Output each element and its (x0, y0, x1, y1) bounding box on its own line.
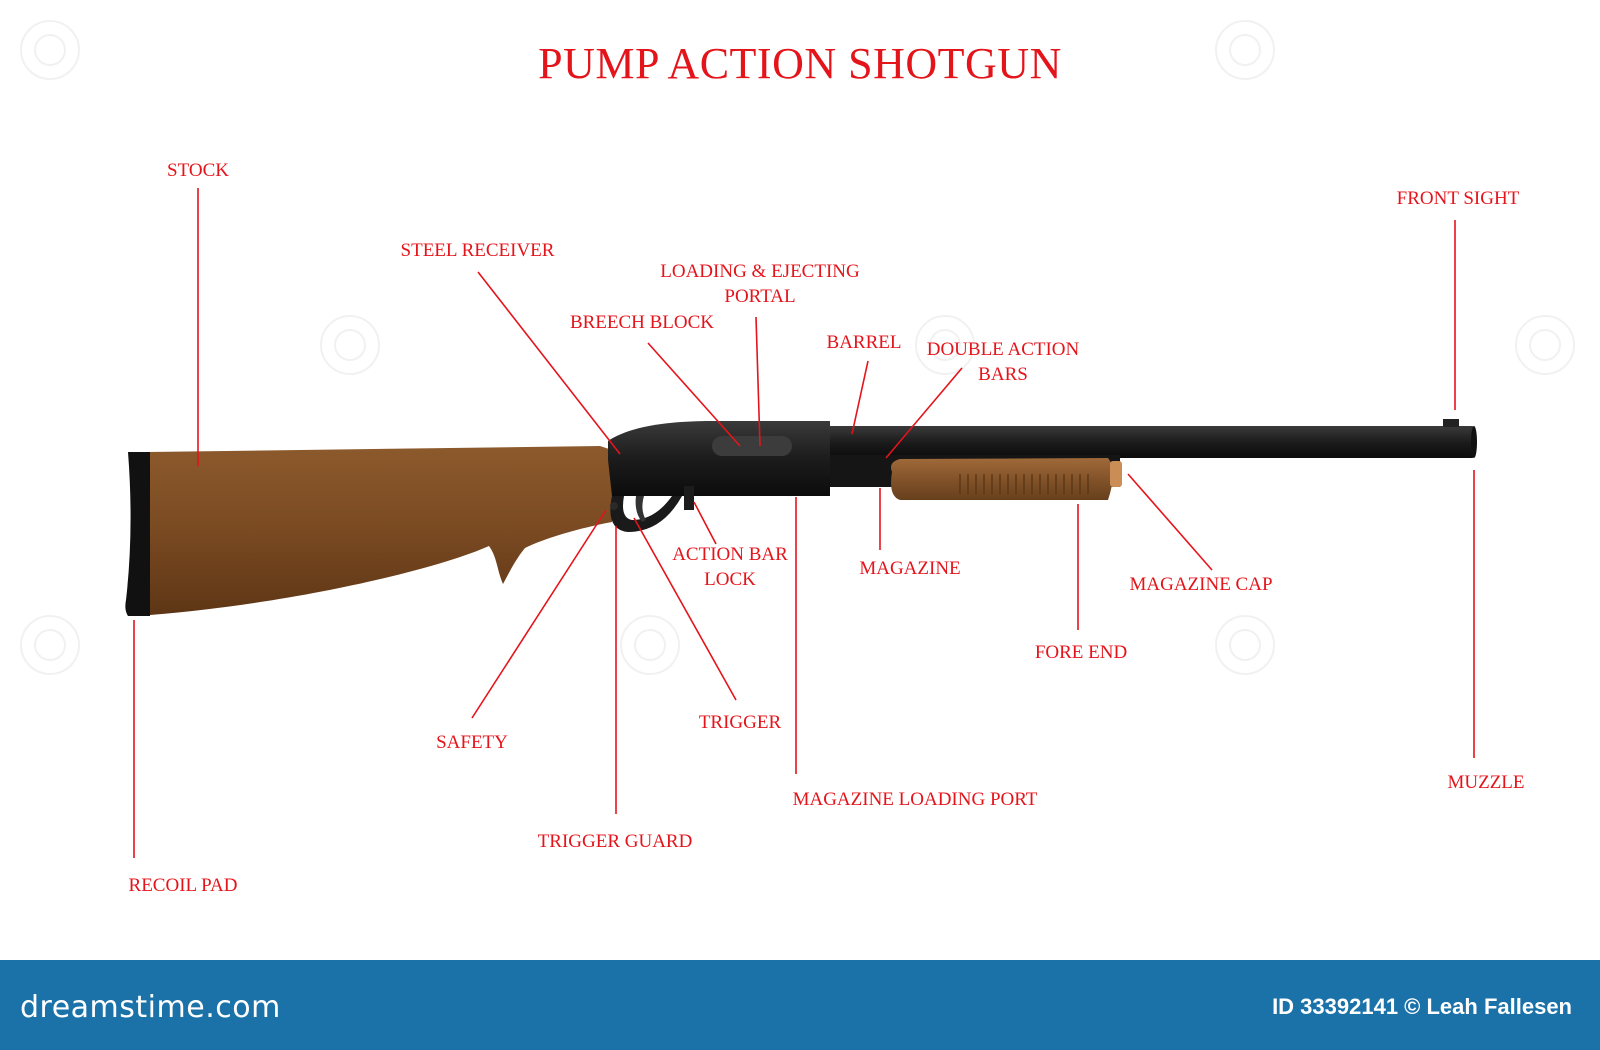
label-action-bar-lock: ACTION BAR LOCK (672, 544, 788, 590)
leader-line-loading-portal (755, 316, 761, 447)
label-fore-end: FORE END (1034, 642, 1128, 663)
image-credit: ID 33392141 © Leah Fallesen (1272, 994, 1572, 1019)
label-trigger: TRIGGER (698, 712, 782, 733)
trigger (635, 496, 646, 522)
leader-line-trigger (633, 517, 737, 701)
label-recoil-pad: RECOIL PAD (128, 875, 238, 896)
diagram-canvas: PUMP ACTION SHOTGUN (20, 20, 1575, 896)
label-safety: SAFETY (436, 732, 508, 753)
watermark-icon (320, 315, 380, 375)
watermark-icon (915, 315, 975, 375)
label-muzzle: MUZZLE (1447, 772, 1525, 793)
label-magazine-loading-port: MAGAZINE LOADING PORT (792, 789, 1038, 810)
muzzle (1471, 426, 1477, 458)
leader-line-steel-receiver (477, 271, 621, 455)
leader-line-action-bar-lock (693, 501, 717, 545)
recoil-pad (125, 452, 150, 616)
stock (148, 446, 612, 615)
barrel (820, 426, 1475, 458)
watermark-icon (1215, 20, 1275, 80)
label-trigger-guard: TRIGGER GUARD (537, 831, 693, 852)
fore-end (891, 458, 1113, 500)
label-steel-receiver: STEEL RECEIVER (400, 240, 555, 261)
shotgun-illustration (125, 188, 1477, 858)
label-magazine-cap: MAGAZINE CAP (1129, 574, 1273, 595)
leader-line-magazine-cap (1127, 473, 1213, 571)
leader-line-double-action (885, 367, 963, 459)
label-loading-ejecting-portal: LOADING & EJECTING PORTAL (660, 261, 860, 307)
diagram-title: PUMP ACTION SHOTGUN (538, 39, 1062, 88)
front-sight (1443, 419, 1459, 427)
steel-receiver (608, 421, 830, 496)
leader-line-barrel (851, 360, 869, 435)
watermark-icon (1515, 315, 1575, 375)
magazine-cap (1110, 461, 1122, 487)
watermark-icon (1215, 615, 1275, 675)
label-magazine: MAGAZINE (859, 558, 961, 579)
label-stock: STOCK (167, 160, 229, 181)
label-double-action-bars: DOUBLE ACTION BARS (926, 339, 1080, 385)
watermark-icon (20, 615, 80, 675)
leader-line-breech-block (647, 342, 741, 447)
trigger-guard (610, 496, 682, 532)
brand-logo[interactable]: dreamstime.com (20, 990, 281, 1025)
leader-line-safety (471, 509, 607, 719)
ejection-port (712, 436, 792, 456)
safety (610, 502, 618, 510)
footer-bar: dreamstime.com ID 33392141 © Leah Falles… (0, 960, 1600, 1050)
action-bar-lock (684, 486, 694, 510)
watermark-icon (620, 615, 680, 675)
label-breech-block: BREECH BLOCK (569, 312, 715, 333)
watermark-icon (20, 20, 80, 80)
label-barrel: BARREL (826, 332, 902, 353)
label-front-sight: FRONT SIGHT (1396, 188, 1520, 209)
fore-end-grooves (959, 474, 1089, 494)
